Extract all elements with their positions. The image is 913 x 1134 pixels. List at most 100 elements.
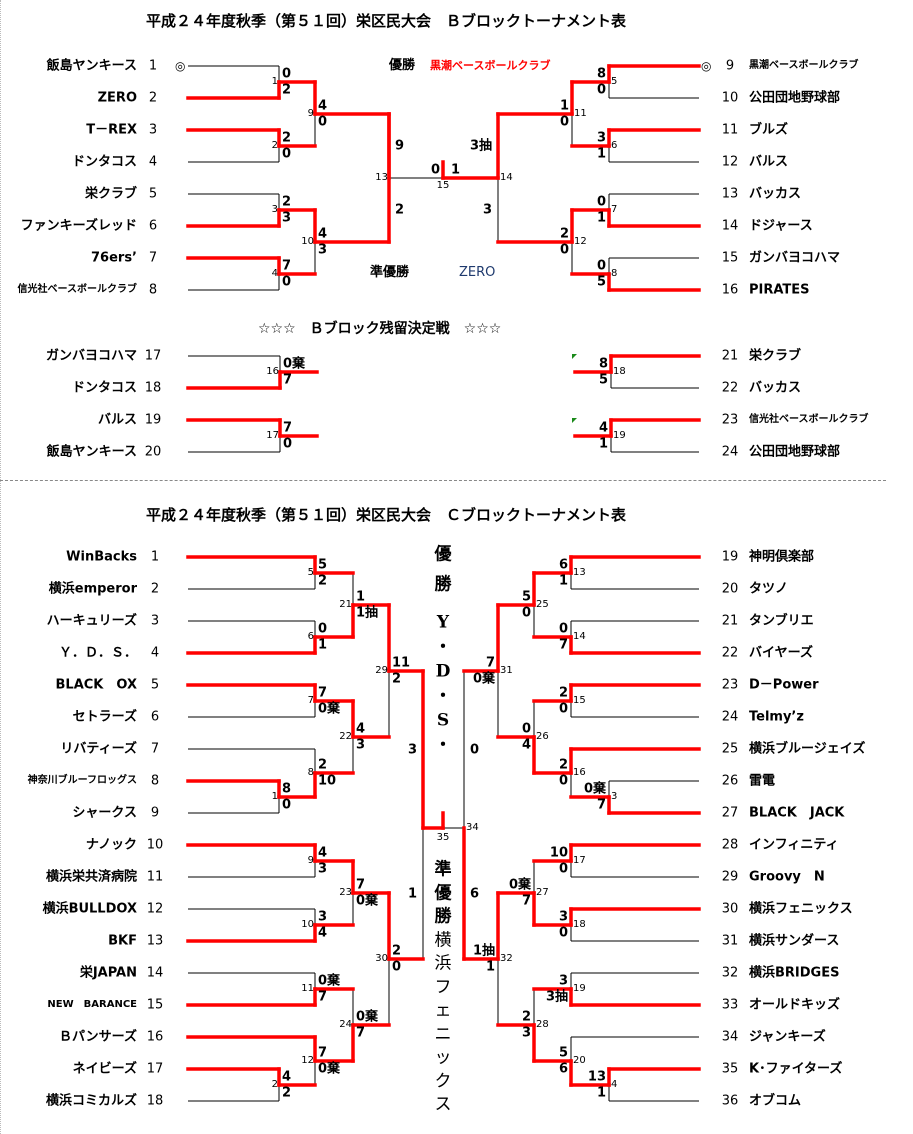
match-score-top: 0: [596, 194, 606, 210]
team-number: 31: [721, 933, 739, 949]
team-name: ブルズ: [749, 122, 789, 138]
match-score-top: 2: [558, 685, 568, 701]
match-score-top: 0: [318, 621, 328, 637]
match-score-top: 4: [356, 721, 366, 737]
team-name: K･ファイターズ: [749, 1061, 843, 1077]
team-name: 栄クラブ: [84, 186, 137, 202]
match-score-bottom: 1: [598, 436, 608, 452]
match-number: 29: [375, 665, 388, 676]
match-number: 19: [573, 983, 586, 994]
match-number: 22: [339, 731, 352, 742]
match-score-top: 1: [356, 589, 366, 605]
champion-name-char: Y: [436, 612, 450, 633]
champion-label-char: 勝: [434, 574, 452, 595]
team-number: 10: [146, 837, 164, 853]
match-score-bottom: 6: [470, 886, 480, 901]
match-number: 19: [613, 430, 626, 441]
team-name: WinBacks: [66, 549, 137, 565]
match-score-bottom: 0: [596, 82, 606, 98]
team-number: 19: [721, 549, 739, 565]
team-number: 8: [150, 773, 160, 789]
match-score-top: 0: [558, 621, 568, 637]
team-number: 21: [721, 348, 739, 364]
team-number: 11: [721, 122, 739, 138]
match-number: 26: [536, 731, 549, 742]
team-number: 23: [721, 412, 739, 428]
team-number: 21: [721, 613, 739, 629]
match-score-bottom: 1: [596, 146, 606, 162]
match-score-top: 7: [282, 258, 292, 274]
runner-up-name-char: ニ: [434, 1024, 452, 1044]
match-score-bottom: 7: [558, 637, 568, 653]
match-number: 4: [271, 268, 278, 279]
team-name: 横浜コミカルズ: [45, 1093, 137, 1109]
match-score-bottom: 1: [407, 886, 417, 901]
block-b-champion-name: 黒潮ベースボールクラブ: [430, 59, 551, 72]
runner-up-label-char: 優: [434, 883, 452, 903]
match-score-top: 5: [521, 589, 531, 605]
match-score-top: 0棄: [283, 356, 306, 372]
match-score-bottom: 2: [282, 82, 292, 98]
match-score-bottom: 0: [559, 114, 569, 130]
match-score-top: 7: [356, 877, 366, 893]
match-score-top: 2: [521, 1009, 531, 1025]
team-name: BLACK JACK: [749, 805, 845, 821]
team-name: ガンバヨコハマ: [749, 250, 841, 266]
match-number: 25: [536, 599, 549, 610]
match-number: 16: [573, 767, 586, 778]
match-score-bottom: 2: [392, 671, 402, 687]
team-name: 神明倶楽部: [749, 549, 815, 565]
team-name: 横浜サンダース: [749, 933, 840, 949]
match-score-bottom: 1: [596, 1085, 606, 1101]
match-score-bottom: 2: [318, 573, 328, 589]
match-score-bottom: 0: [282, 274, 292, 290]
final-score-left: 0: [430, 162, 440, 178]
match-score-bottom: 3抽: [545, 989, 568, 1005]
team-name: バルス: [97, 412, 137, 428]
match-score-top: 0棄: [318, 973, 341, 989]
team-number: 33: [721, 997, 739, 1013]
match-number: 10: [301, 919, 314, 930]
match-score-top: 7: [318, 685, 328, 701]
team-name: シャークス: [72, 805, 137, 821]
team-name: ジャンキーズ: [749, 1029, 826, 1045]
team-name: 76ers’: [91, 250, 137, 266]
team-number: 16: [146, 1029, 164, 1045]
match-number: 3: [611, 791, 618, 802]
team-number: 27: [721, 805, 739, 821]
match-score-bottom: 0棄: [318, 1061, 341, 1077]
team-number: 12: [146, 901, 164, 917]
team-number: 24: [721, 444, 739, 460]
match-score-top: 7: [485, 655, 495, 671]
team-name: Groovy N: [749, 869, 825, 885]
match-number: 2: [271, 1079, 278, 1090]
match-number: 23: [339, 887, 352, 898]
match-number: 13: [573, 567, 586, 578]
match-number: 28: [536, 1019, 549, 1030]
match-score-bottom: 5: [596, 274, 606, 290]
team-name: 信光社ベースボールクラブ: [749, 414, 869, 425]
champion-name-char: ・: [434, 637, 452, 657]
match-number: 35: [436, 832, 450, 843]
team-number: 17: [144, 348, 162, 364]
team-number: 5: [148, 186, 158, 202]
match-score-bottom: 1: [596, 210, 606, 226]
match-score-bottom: 7: [356, 1025, 366, 1041]
playoff-title: ☆☆☆ Ｂブロック残留決定戦 ☆☆☆: [258, 321, 502, 337]
team-name: 横浜フェニックス: [749, 901, 853, 917]
match-score-bottom: 3: [482, 202, 492, 218]
team-name: ネイビーズ: [72, 1061, 137, 1077]
match-score-bottom: 2: [395, 202, 405, 218]
team-name: 雷電: [749, 773, 776, 789]
match-number: 34: [466, 822, 479, 833]
match-score-top: 3: [558, 973, 568, 989]
match-number: 30: [375, 953, 388, 964]
match-number: 11: [301, 983, 314, 994]
runner-up-name-char: ク: [434, 1071, 452, 1091]
match-number: 24: [339, 1019, 352, 1030]
comment-marker-icon: [572, 354, 577, 359]
match-score-bottom: 6: [558, 1061, 568, 1077]
match-score-top: 5: [558, 1045, 568, 1061]
runner-up-name-char: 浜: [434, 953, 452, 974]
seed-mark-right: ◎: [701, 59, 712, 73]
